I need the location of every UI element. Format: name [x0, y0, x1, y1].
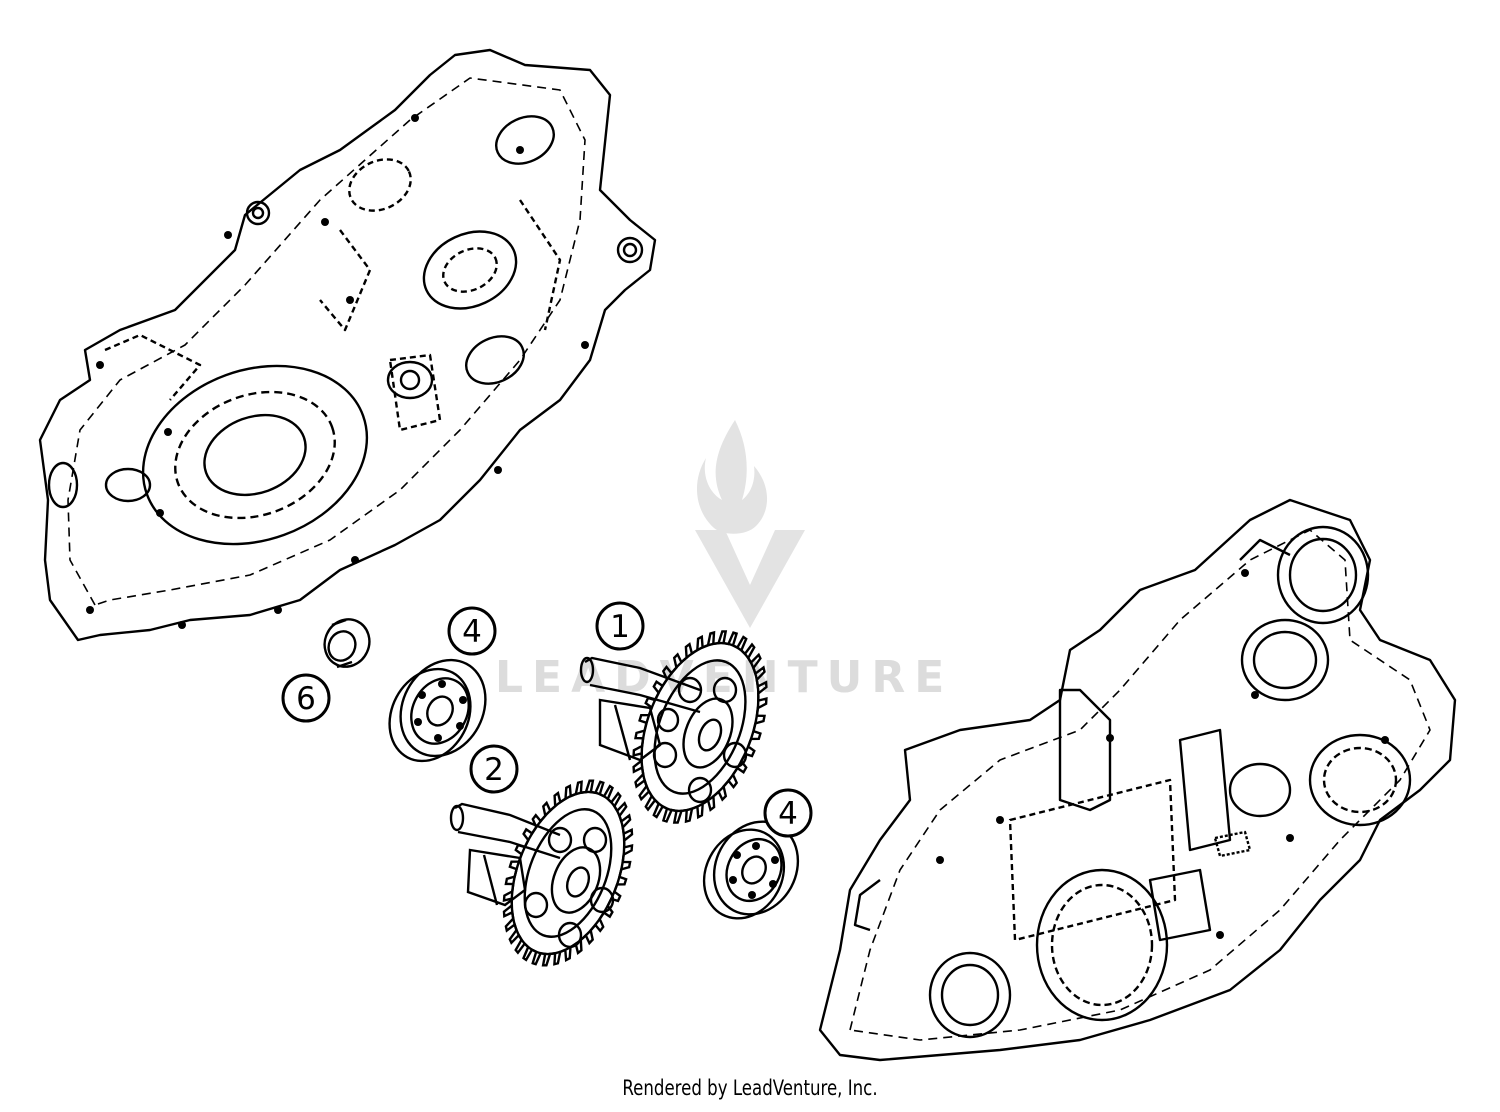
footer-credit: Rendered by LeadVenture, Inc.	[622, 1076, 878, 1100]
callout-2-label: 2	[484, 752, 504, 788]
v-logo-icon	[695, 530, 805, 628]
callout-4-upper-label: 4	[462, 614, 482, 650]
part-1-balancer-shaft-upper	[579, 630, 768, 824]
callout-4-upper: 4	[447, 606, 497, 656]
callout-1-label: 1	[610, 609, 630, 645]
left-crankcase-half	[38, 48, 657, 642]
leadventure-watermark: LEADVENTURE	[495, 420, 944, 703]
right-crankcase-half	[818, 498, 1457, 1062]
callout-4-lower: 4	[763, 788, 813, 838]
callout-6-label: 6	[296, 681, 316, 717]
callout-6: 6	[281, 673, 331, 723]
flame-logo-icon	[696, 420, 768, 534]
callout-4-lower-label: 4	[778, 796, 798, 832]
callout-2: 2	[469, 744, 519, 794]
part-6-seal-ring	[323, 618, 371, 669]
callout-1: 1	[595, 601, 645, 651]
part-2-balancer-shaft-lower	[449, 779, 634, 967]
part-4-ball-bearing-upper	[388, 658, 487, 763]
